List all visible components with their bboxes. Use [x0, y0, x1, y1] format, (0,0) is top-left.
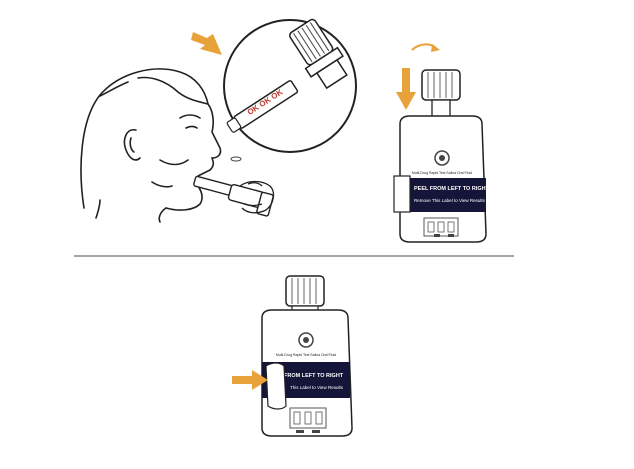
peel-label-text: PEEL FROM LEFT TO RIGHT	[414, 186, 490, 192]
instruction-text: This Label to View Results	[290, 385, 344, 390]
swab-in-mouth	[193, 175, 274, 217]
hand-illustration	[239, 180, 275, 214]
rotate-icon	[411, 43, 440, 52]
magnifier-circle: OK OK OK	[223, 18, 357, 153]
peel-label-sticker	[265, 362, 287, 410]
test-name-text: Multi-Drug Rapid Test Saliva Oral Fluid	[412, 171, 472, 175]
test-name-text: Multi-Drug Rapid Test Saliva Oral Fluid	[276, 353, 336, 357]
peel-label-text: FROM LEFT TO RIGHT	[284, 373, 344, 379]
arrow-down-icon	[396, 68, 416, 110]
test-device-top: Multi-Drug Rapid Test Saliva Oral Fluid …	[393, 69, 490, 243]
swab-stick	[226, 80, 299, 133]
drop-mark	[230, 156, 242, 162]
person-head-illustration	[80, 68, 222, 223]
arrow-right-icon	[232, 370, 268, 390]
swab-cap	[289, 18, 348, 90]
test-device-bottom: Multi-Drug Rapid Test Saliva Oral Fluid …	[261, 275, 353, 437]
arrow-right-icon	[191, 32, 222, 55]
instruction-text: Remove This Label to View Results	[414, 198, 486, 203]
